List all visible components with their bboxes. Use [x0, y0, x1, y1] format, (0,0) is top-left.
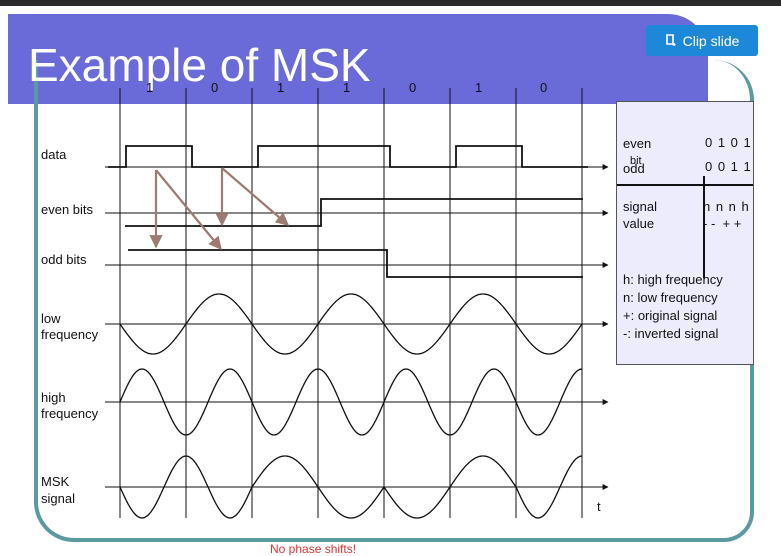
low-frequency-waveform [119, 293, 583, 355]
title-band [8, 14, 708, 104]
legend-odd-bits: 0 0 1 1 [705, 159, 752, 174]
bit-boundaries [119, 88, 583, 518]
legend-h-definition: h: high frequency [623, 272, 723, 287]
legend-plus-definition: +: original signal [623, 308, 718, 323]
bit-label-6: 0 [540, 80, 548, 95]
clip-slide-label: Clip slide [682, 32, 740, 49]
odd-bits-label: odd bits [41, 252, 87, 267]
top-bar [0, 0, 781, 6]
high-frequency-waveform [119, 368, 583, 436]
bit-label-5: 1 [475, 80, 483, 95]
legend-signal-values: h n n h [703, 199, 750, 214]
legend-even-label: even [623, 136, 652, 151]
legend-odd-label: odd [623, 161, 645, 176]
legend-bit-label: bit [630, 155, 642, 167]
clip-icon [665, 34, 676, 46]
bit-label-4: 0 [409, 80, 417, 95]
legend-value-label: value [623, 216, 655, 231]
bit-arrow-3 [221, 167, 289, 226]
legend-n-definition: n: low frequency [623, 290, 718, 305]
bit-label-0: 1 [146, 80, 154, 95]
bit-arrow-1 [155, 169, 222, 251]
legend-box: even 0 1 0 1 bit odd 0 0 1 1 signal h n … [616, 101, 754, 365]
footer-note: No phase shifts! [270, 542, 357, 556]
msk-signal-label-2: signal [41, 491, 75, 506]
legend-value-values: - - + + [703, 216, 742, 231]
data-waveform [108, 145, 588, 168]
bit-arrows [149, 167, 289, 251]
legend-even-bits: 0 1 0 1 [705, 135, 752, 150]
msk-signal-label-1: MSK [41, 474, 70, 489]
bit-label-1: 0 [211, 80, 219, 95]
even-bits-label: even bits [41, 202, 94, 217]
bit-label-3: 1 [343, 80, 351, 95]
odd-bits-waveform [128, 249, 583, 278]
high-frequency-label-2: frequency [41, 406, 99, 421]
signal-axes [105, 164, 609, 490]
high-frequency-label-1: high [41, 390, 66, 405]
legend-signal-label: signal [623, 199, 657, 214]
clip-slide-button[interactable]: Clip slide [646, 25, 758, 56]
legend-divider [617, 184, 753, 186]
slide-title: Example of MSK [28, 39, 371, 91]
legend-minus-definition: -: inverted signal [623, 326, 719, 341]
legend-vertical-divider [703, 176, 705, 278]
low-frequency-label-1: low [41, 311, 61, 326]
low-frequency-label-2: frequency [41, 327, 99, 342]
data-label: data [41, 147, 67, 162]
bit-label-2: 1 [277, 80, 285, 95]
msk-signal-waveform [119, 455, 583, 519]
time-axis-label: t [597, 499, 601, 514]
